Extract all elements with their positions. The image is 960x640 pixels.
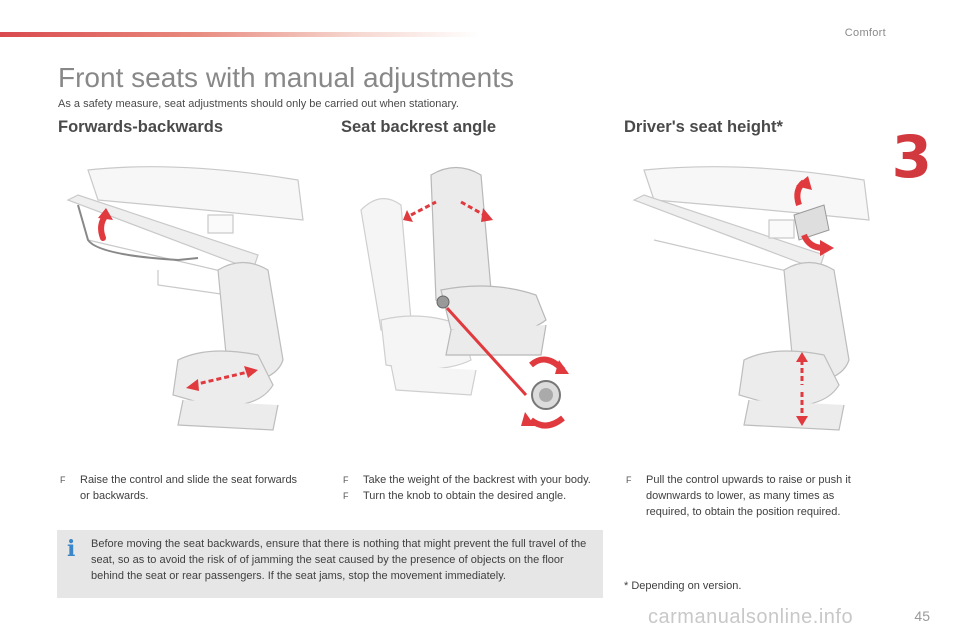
heading-forwards-backwards: Forwards-backwards	[58, 118, 224, 136]
bullet-mark: F	[343, 491, 349, 501]
watermark: carmanualsonline.info	[648, 606, 854, 628]
seat-height-illustration	[632, 166, 870, 431]
header-accent-bar	[0, 32, 480, 37]
bullet-mark: F	[626, 475, 632, 485]
info-box: i Before moving the seat backwards, ensu…	[57, 530, 603, 598]
heading-drivers-seat-height: Driver's seat height*	[624, 118, 783, 136]
page-number: 45	[914, 608, 930, 624]
info-icon: i	[67, 536, 76, 562]
chapter-number: 3	[891, 123, 932, 191]
info-text: Before moving the seat backwards, ensure…	[91, 538, 587, 582]
bullet-mark: F	[60, 475, 66, 485]
bullet-mark: F	[343, 475, 349, 485]
section-label: Comfort	[844, 27, 886, 39]
page-subtitle: As a safety measure, seat adjustments sh…	[58, 98, 459, 110]
footnote: * Depending on version.	[624, 580, 742, 592]
heading-seat-backrest-angle: Seat backrest angle	[341, 118, 496, 136]
forwards-backwards-illustration	[66, 166, 304, 431]
page-title: Front seats with manual adjustments	[58, 62, 514, 93]
seat-backrest-illustration	[360, 166, 569, 429]
